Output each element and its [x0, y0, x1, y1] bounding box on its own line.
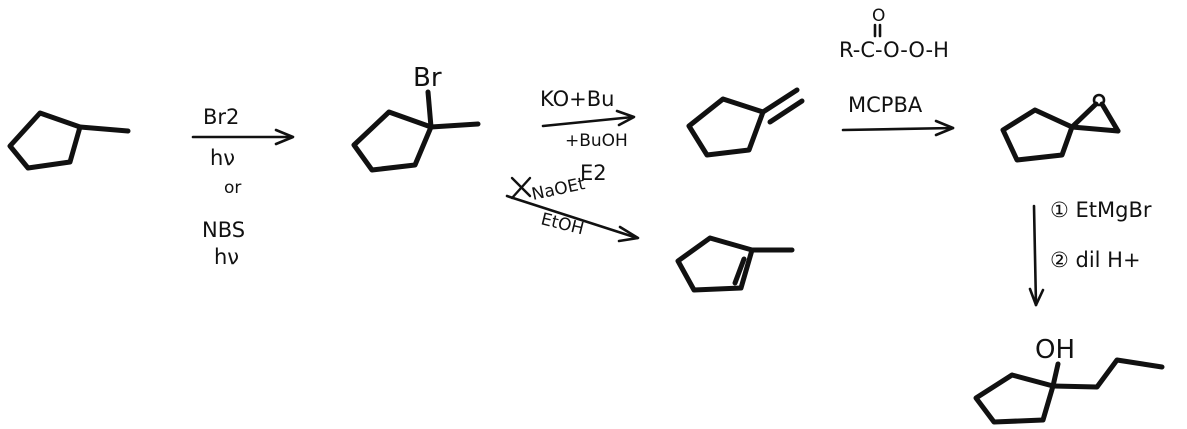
- molecule-methylcyclopentane: [7, 110, 131, 171]
- reagent-step2: ② dil H+: [1050, 248, 1141, 272]
- reagent-step1: ① EtMgBr: [1050, 198, 1152, 222]
- arrow-epoxidation: [841, 119, 955, 137]
- peracid-carbonyl-o: O: [872, 6, 885, 26]
- molecule-spiro-epoxide: [1000, 93, 1121, 163]
- reagent-hv-2: hν: [214, 245, 239, 269]
- molecule-propylcyclopentanol: [973, 357, 1165, 425]
- molecule-methylcyclopentene: [675, 235, 795, 293]
- reagent-nbs: NBS: [202, 218, 245, 242]
- epoxide-oxygen: [1092, 93, 1106, 107]
- epoxide-o-c-bond: [1099, 101, 1121, 134]
- ring-double-bond: [732, 256, 747, 286]
- arrow-grignard: [1028, 204, 1045, 307]
- br-bond: [425, 89, 434, 130]
- reagent-tbuoh: +BuOH: [565, 131, 628, 151]
- methyl-bond: [428, 121, 481, 130]
- reagent-e2: E2: [580, 161, 607, 185]
- molecule-methylenecyclopentane: [686, 87, 805, 158]
- reagent-mcpba: MCPBA: [848, 93, 923, 117]
- ring-bonds: [686, 96, 766, 158]
- arrow-bulky-base: [541, 109, 636, 128]
- hydroxyl-label: OH: [1035, 335, 1075, 365]
- reagent-kotbu: KO+Bu: [540, 87, 614, 111]
- reagent-naoet: NaOEt: [530, 174, 587, 205]
- arrow-small-base: [505, 194, 640, 243]
- epoxide-c-o-bond: [1069, 101, 1099, 130]
- exo-double-bond-b: [767, 98, 805, 125]
- exo-double-bond-a: [760, 87, 800, 115]
- reagent-or: or: [224, 178, 241, 198]
- ring-bonds: [7, 110, 83, 171]
- methyl-bond: [77, 124, 131, 134]
- ring-bonds: [351, 109, 434, 173]
- ring-bonds: [675, 235, 755, 293]
- reagent-etoh: EtOH: [539, 209, 586, 239]
- reagent-hv: hν: [210, 146, 235, 170]
- ring-bonds: [1000, 107, 1075, 163]
- peracid-formula: R-C-O-O-H: [839, 38, 949, 62]
- arrow-bromination: [191, 128, 295, 146]
- reagent-br2: Br2: [203, 105, 239, 129]
- bromine-label: Br: [413, 63, 442, 93]
- epoxide-c-c-bond: [1069, 124, 1121, 134]
- cross-mark-icon: [510, 176, 532, 200]
- propyl-chain: [1050, 357, 1165, 390]
- oh-bond: [1050, 361, 1061, 389]
- ring-bonds: [973, 372, 1056, 425]
- molecule-bromomethylcyclopentane: [351, 89, 481, 173]
